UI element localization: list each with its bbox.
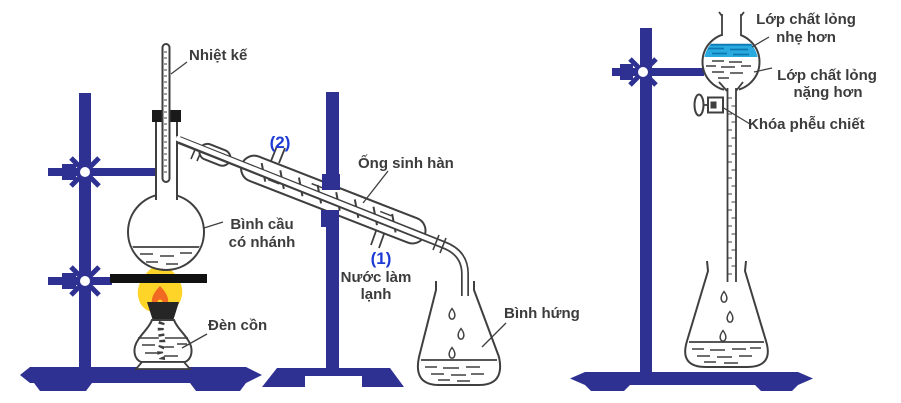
receiver-label: Bình hứng [504, 305, 580, 322]
lamp-liquid-dashes [142, 343, 187, 357]
right-stand-pole [640, 28, 652, 378]
funnel-stopcock [693, 93, 724, 117]
left-stand-clamp-upper [48, 156, 156, 188]
heavy-layer-label-line2: nặng hơn [794, 84, 863, 101]
middle-stand [262, 92, 404, 387]
receiver-liquid-dashes [425, 366, 484, 382]
left-stand-foot-left [34, 383, 92, 391]
droplet-icon [457, 327, 465, 340]
right-stand-clamp [612, 57, 704, 87]
droplet-icon [719, 329, 727, 342]
droplet-icon [726, 310, 734, 323]
condenser [175, 135, 469, 299]
extraction-drops [719, 290, 734, 342]
lamp-wick-braid [157, 320, 166, 361]
extraction-flask-body [684, 260, 769, 368]
lamp-foot [134, 361, 192, 370]
port1-label: (1) [371, 249, 392, 268]
pointer-heavy-layer [753, 67, 773, 73]
flask-liquid [130, 246, 202, 269]
left-stand-pole [79, 93, 91, 375]
thermometer-label: Nhiệt kế [189, 47, 248, 64]
distillation-setup [110, 43, 207, 370]
stopcock-handle [693, 93, 705, 117]
droplet-icon [720, 290, 728, 303]
left-stand-foot-right [190, 383, 246, 391]
clamp-knob [80, 276, 90, 286]
middle-stand-pole [326, 92, 339, 375]
right-stand [612, 28, 704, 378]
flask-neck-walls [155, 116, 178, 200]
pointer-lamp [181, 333, 208, 349]
pointer-condenser [362, 170, 389, 204]
pointer-thermometer [170, 61, 188, 75]
receiver-drops [448, 307, 465, 359]
droplet-icon [448, 307, 456, 320]
funnel-neck-walls [718, 11, 745, 36]
condenser-port-1-tube [370, 230, 385, 249]
thermometer [161, 43, 171, 183]
stopcock-label: Khóa phễu chiết [748, 116, 865, 133]
clamp-knob [80, 167, 90, 177]
thermometer-ticks [164, 51, 167, 173]
middle-stand-base-bar [298, 368, 368, 376]
middle-stand-foot-left [262, 368, 305, 387]
funnel-neck-fill [722, 15, 741, 37]
distillation-flask-bulb [127, 193, 205, 271]
droplet-icon [448, 346, 456, 359]
right-stand-base [570, 372, 813, 391]
pointer-flask [203, 221, 224, 229]
separating-funnel [693, 11, 761, 342]
cooling-water-label-line2: lạnh [361, 286, 392, 303]
clamp-knob [638, 67, 648, 77]
flask-label-line2: có nhánh [229, 234, 296, 251]
left-stand-clamp-lower [48, 265, 112, 297]
funnel-stem-bore [727, 88, 736, 282]
pointer-stopcock [721, 106, 751, 125]
extraction-liquid-dashes [692, 347, 761, 364]
flask-label-line1: Bình cầu [230, 216, 293, 233]
funnel-taper [718, 81, 744, 92]
heavy-layer-dashes [706, 60, 751, 79]
heavy-layer-label-line1: Lớp chất lỏng [777, 67, 877, 84]
labels: Nhiệt kế (2) Ống sinh hàn Bình cầu có nh… [170, 11, 877, 349]
light-layer-label-line2: nhẹ hơn [776, 29, 836, 46]
condenser-port-2-tube [270, 145, 286, 164]
lamp-label: Đèn cồn [208, 317, 267, 334]
light-layer-label-line1: Lớp chất lỏng [756, 11, 856, 28]
funnel-stem-walls [726, 88, 737, 282]
wire-gauze-bar [110, 274, 207, 283]
left-stand [20, 93, 262, 391]
middle-stand-foot-right [362, 368, 404, 387]
pointer-receiver [481, 322, 507, 348]
joint-ticks-right [432, 234, 447, 254]
port2-label: (2) [270, 133, 291, 152]
extraction-flask [684, 260, 769, 368]
pointer-light-layer [751, 36, 770, 48]
funnel-stem-ticks [728, 97, 736, 275]
thermometer-tube [161, 43, 171, 183]
lamp-cap [147, 302, 179, 321]
middle-stand-clamp-tabs [321, 174, 340, 227]
cooling-water-label-line1: Nước làm [341, 269, 412, 286]
condenser-label: Ống sinh hàn [358, 154, 454, 172]
light-layer-stripes [704, 43, 758, 56]
stopcock-plug [710, 101, 717, 109]
